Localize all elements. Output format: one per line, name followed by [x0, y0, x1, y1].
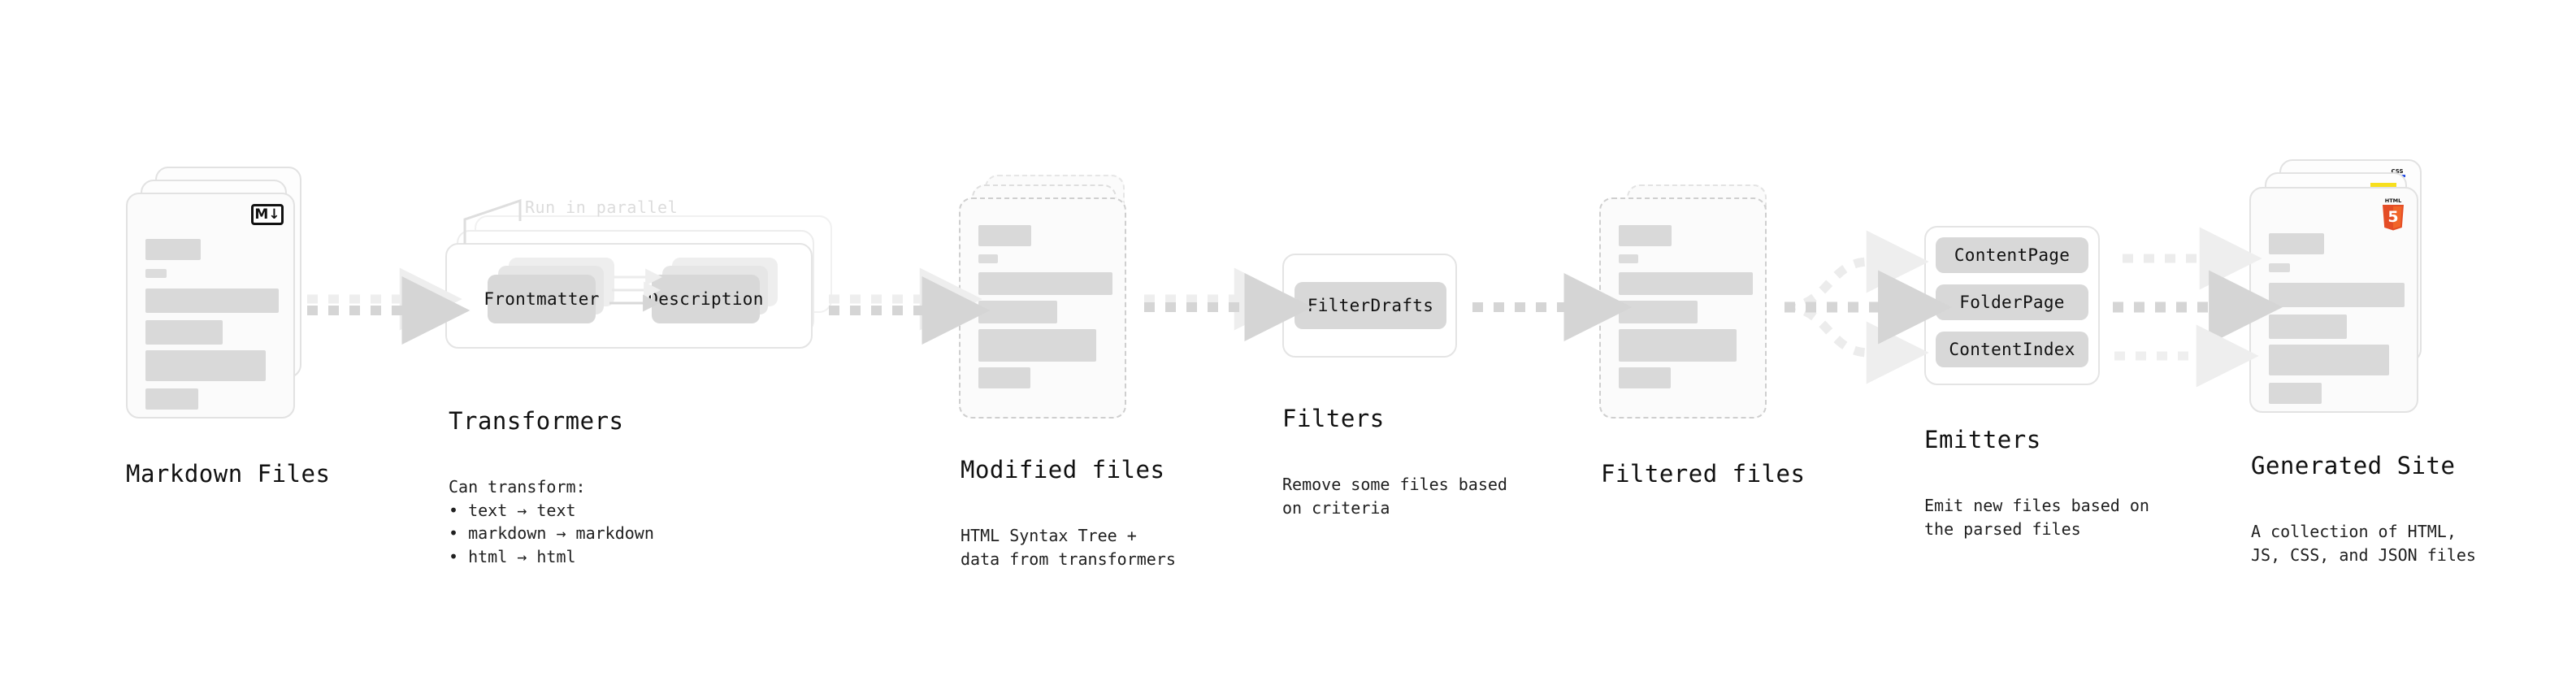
- doc-line: [1619, 301, 1698, 323]
- filters-subtitle: Remove some files based on criteria: [1282, 475, 1507, 518]
- transformers-caption: Transformers Can transform: • text → tex…: [449, 378, 654, 599]
- emitters-subtitle: Emit new files based on the parsed files: [1924, 496, 2149, 539]
- generated-sheet-front: HTML 5: [2249, 187, 2418, 413]
- doc-line: [978, 301, 1057, 323]
- html5-badge: HTML 5: [2379, 195, 2407, 231]
- doc-line: [145, 388, 198, 410]
- doc-line: [978, 367, 1030, 388]
- generated-caption: Generated Site A collection of HTML, JS,…: [2251, 423, 2476, 597]
- doc-line: [978, 225, 1031, 246]
- filters-caption: Filters Remove some files based on crite…: [1282, 375, 1507, 550]
- doc-line: [2269, 383, 2322, 404]
- markdown-files-stack: M↓: [126, 167, 301, 419]
- generated-title: Generated Site: [2251, 452, 2456, 479]
- generated-subtitle: A collection of HTML, JS, CSS, and JSON …: [2251, 522, 2476, 565]
- modified-subtitle: HTML Syntax Tree + data from transformer…: [961, 526, 1176, 569]
- run-in-parallel-label: Run in parallel: [525, 197, 679, 217]
- doc-line: [2269, 233, 2324, 254]
- generated-site-stack: CSS HTML 5: [2249, 159, 2432, 415]
- doc-line: [145, 269, 167, 278]
- emitters-caption: Emitters Emit new files based on the par…: [1924, 397, 2149, 571]
- filtered-caption: Filtered files: [1601, 431, 1805, 517]
- filtered-sheet-front: [1599, 197, 1767, 419]
- filter-filterdrafts[interactable]: FilterDrafts: [1295, 282, 1446, 329]
- arrow-markdown-to-transformers: [307, 267, 471, 345]
- transformers-subtitle: Can transform: • text → text • markdown …: [449, 477, 654, 566]
- doc-line: [1619, 254, 1638, 263]
- emitter-folder-page[interactable]: FolderPage: [1936, 284, 2088, 320]
- doc-line: [145, 320, 223, 345]
- arrow-emitters-to-generated: [2113, 227, 2283, 388]
- filtered-files-stack: [1599, 184, 1778, 424]
- modified-title: Modified files: [961, 456, 1165, 484]
- markdown-title: Markdown Files: [126, 460, 331, 488]
- arrow-filtered-to-emitters: [1784, 230, 1953, 384]
- emitters-group: ContentPage FolderPage ContentIndex: [1924, 226, 2103, 387]
- markdown-caption: Markdown Files: [126, 431, 330, 517]
- modified-files-stack: [959, 175, 1138, 419]
- filters-group: FilterDrafts: [1282, 254, 1461, 359]
- doc-line: [2269, 345, 2389, 375]
- doc-line: [1619, 272, 1753, 295]
- svg-text:5: 5: [2387, 208, 2398, 226]
- doc-line: [978, 329, 1096, 362]
- svg-text:HTML: HTML: [2385, 197, 2401, 204]
- modified-caption: Modified files HTML Syntax Tree + data f…: [961, 427, 1176, 601]
- doc-line: [1619, 367, 1671, 388]
- doc-line: [978, 254, 998, 263]
- filters-title: Filters: [1282, 405, 1385, 432]
- doc-line: [145, 288, 279, 313]
- doc-line: [1619, 225, 1672, 246]
- emitter-content-index[interactable]: ContentIndex: [1936, 332, 2088, 367]
- svg-text:CSS: CSS: [2391, 168, 2403, 175]
- doc-line: [2269, 263, 2290, 272]
- doc-line: [2269, 283, 2405, 307]
- emitters-title: Emitters: [1924, 426, 2041, 453]
- doc-line: [2269, 314, 2347, 339]
- doc-line: [145, 239, 201, 260]
- doc-line: [978, 272, 1112, 295]
- doc-line: [145, 350, 266, 381]
- transformers-group: Frontmatter Description: [431, 215, 837, 378]
- arrow-modified-to-filters: [1144, 267, 1313, 341]
- markdown-badge: M↓: [251, 204, 284, 225]
- transformer-description[interactable]: Description: [648, 275, 763, 323]
- emitter-content-page[interactable]: ContentPage: [1936, 237, 2088, 273]
- markdown-sheet-front: M↓: [126, 193, 295, 419]
- arrow-transformers-to-modified: [829, 267, 991, 345]
- filtered-title: Filtered files: [1601, 460, 1806, 488]
- modified-sheet-front: [959, 197, 1126, 419]
- transformer-frontmatter[interactable]: Frontmatter: [484, 275, 599, 323]
- transformers-title: Transformers: [449, 407, 624, 435]
- doc-line: [1619, 329, 1737, 362]
